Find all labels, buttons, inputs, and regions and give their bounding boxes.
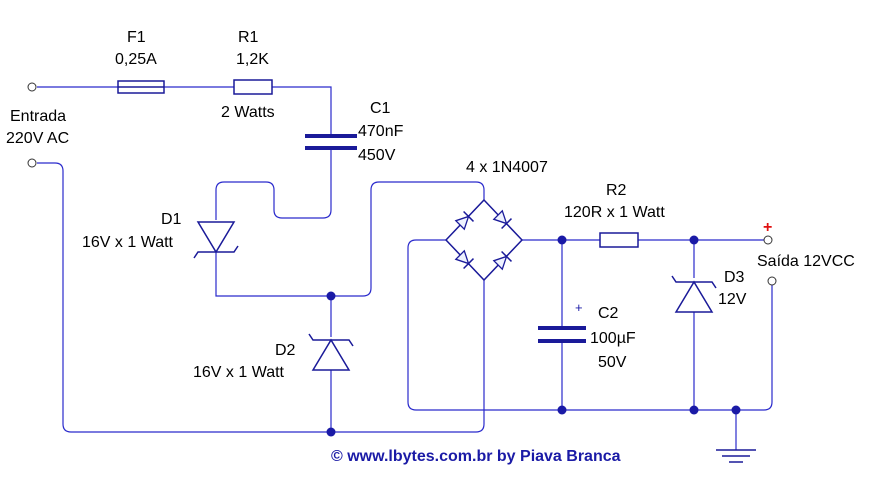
- r1-value: 1,2K: [236, 51, 269, 68]
- node-d3-bottom: [689, 405, 699, 415]
- node-ground: [731, 405, 741, 415]
- node-d1-d2: [326, 291, 336, 301]
- bridge-diode-4: [492, 250, 513, 271]
- r2-name: R2: [606, 182, 627, 199]
- input-label: Entrada: [10, 108, 66, 125]
- resistor-r2: [599, 232, 639, 248]
- junction-nodes: [326, 235, 741, 437]
- c2-value: 100µF: [590, 330, 636, 347]
- d2-spec: 16V x 1 Watt: [193, 364, 285, 381]
- zener-d1: [193, 221, 239, 259]
- output-label: Saída 12VCC: [757, 253, 855, 270]
- c2-name: C2: [598, 305, 619, 322]
- r1-power: 2 Watts: [221, 104, 275, 121]
- d1-spec: 16V x 1 Watt: [82, 234, 174, 251]
- wire-input-bottom: [37, 162, 485, 433]
- c1-voltage: 450V: [358, 147, 396, 164]
- bridge-diode-1: [454, 210, 475, 231]
- wire-d1-to-node: [215, 252, 331, 297]
- wire-bridge-left: [407, 239, 773, 411]
- wire-c1-to-d1: [215, 150, 332, 220]
- c2-polarity: +: [575, 300, 583, 315]
- bridge-diode-2: [492, 209, 513, 230]
- capacitor-c2: [538, 326, 586, 343]
- input-terminal-top: [27, 82, 37, 92]
- wire-node-to-bridge: [331, 181, 485, 297]
- resistor-r1: [233, 79, 273, 95]
- c1-value: 470nF: [358, 123, 404, 140]
- r2-spec: 120R x 1 Watt: [564, 204, 665, 221]
- d1-name: D1: [161, 211, 182, 228]
- bridge-rectifier: [444, 198, 524, 282]
- output-polarity: +: [763, 219, 772, 236]
- terminals: [27, 82, 777, 286]
- c2-voltage: 50V: [598, 354, 627, 371]
- credit-text: © www.lbytes.com.br by Piava Branca: [331, 448, 621, 465]
- output-terminal-minus: [767, 276, 777, 286]
- output-terminal-plus: [763, 235, 773, 245]
- d3-name: D3: [724, 269, 745, 286]
- wire-input-top: [37, 86, 332, 134]
- node-bottom-left: [326, 427, 336, 437]
- zener-d2: [308, 333, 354, 371]
- bridge-label: 4 x 1N4007: [466, 159, 548, 176]
- ground-icon: [716, 449, 756, 463]
- node-d3-top: [689, 235, 699, 245]
- node-c2-bottom: [557, 405, 567, 415]
- f1-name: F1: [127, 29, 146, 46]
- c1-name: C1: [370, 100, 391, 117]
- input-voltage: 220V AC: [6, 130, 69, 147]
- node-c2-top: [557, 235, 567, 245]
- capacitor-c1: [305, 134, 357, 150]
- input-terminal-bottom: [27, 158, 37, 168]
- d2-name: D2: [275, 342, 296, 359]
- bridge-diode-3: [454, 249, 475, 270]
- r1-name: R1: [238, 29, 259, 46]
- zener-d3: [671, 275, 717, 313]
- f1-value: 0,25A: [115, 51, 157, 68]
- d3-value: 12V: [718, 291, 747, 308]
- fuse-f1: [117, 80, 165, 94]
- wires: [37, 86, 773, 450]
